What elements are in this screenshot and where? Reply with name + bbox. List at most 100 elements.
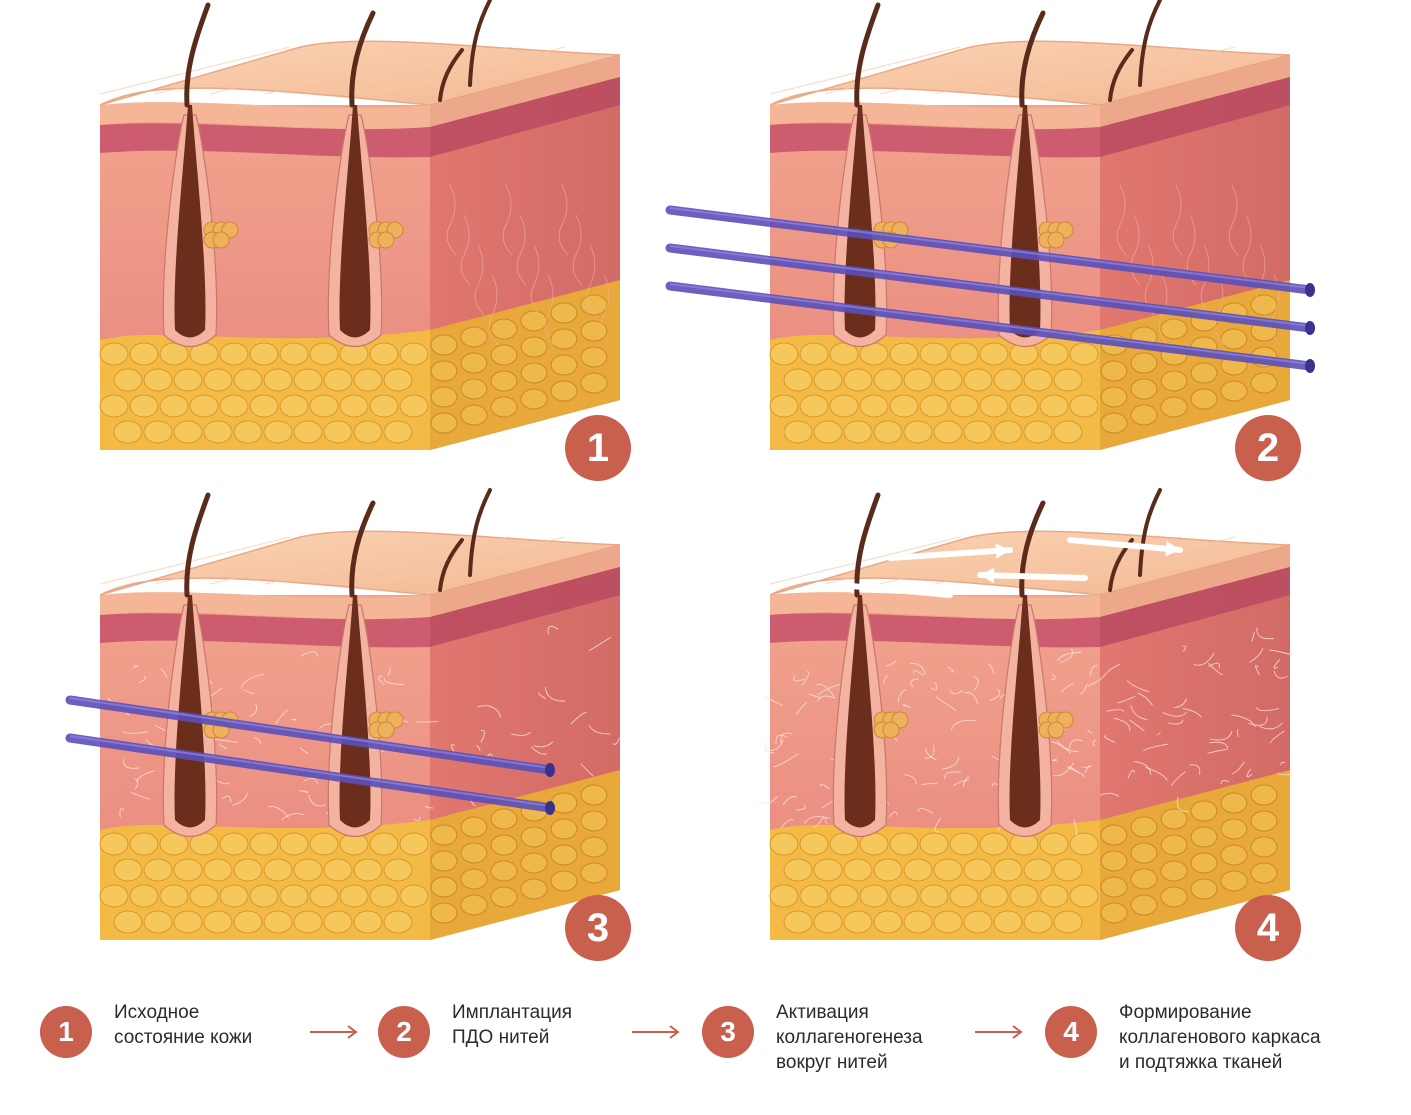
blood-vessel <box>1116 184 1127 256</box>
collagen-fiber <box>1156 732 1161 736</box>
collagen-fiber <box>134 778 139 790</box>
fat-cell <box>159 394 189 418</box>
fat-cell <box>993 368 1023 392</box>
fat-cell <box>783 910 813 934</box>
collagen-fiber <box>477 705 502 718</box>
collagen-fiber <box>816 684 835 697</box>
fat-cell <box>873 910 903 934</box>
fat-cell <box>580 372 608 394</box>
fat-cell <box>369 832 399 856</box>
fat-cell <box>263 910 293 934</box>
fat-cell <box>1190 852 1218 874</box>
collagen-fiber <box>139 675 146 684</box>
fat-cell <box>580 810 608 832</box>
fat-cell <box>919 342 949 366</box>
fat-cell <box>829 342 859 366</box>
fat-cell <box>233 910 263 934</box>
collagen-fiber <box>1087 672 1107 687</box>
collagen-fiber <box>1162 712 1187 717</box>
fat-cell <box>1100 412 1128 434</box>
skin-block-illustration <box>665 0 1315 450</box>
hair-bulb <box>1009 595 1041 828</box>
fat-cell <box>460 842 488 864</box>
fat-cell <box>1023 368 1053 392</box>
skin-block-panel-3: 3 <box>65 488 631 961</box>
fat-cell <box>113 910 143 934</box>
skin-block-panel-1: 1 <box>70 0 631 481</box>
fat-cell <box>799 884 829 908</box>
fat-cell <box>963 910 993 934</box>
fat-cell <box>113 368 143 392</box>
hair-shaft <box>854 2 881 108</box>
fat-cell <box>203 368 233 392</box>
blood-vessel <box>1200 244 1211 316</box>
fat-cell <box>233 368 263 392</box>
fat-cell <box>1100 850 1128 872</box>
fat-cell <box>1069 832 1099 856</box>
collagen-fiber <box>538 692 547 700</box>
skin-block-illustration <box>99 0 621 450</box>
step-number-badge: 1 <box>565 415 631 481</box>
collagen-fiber <box>1246 768 1253 778</box>
fat-cell <box>520 388 548 410</box>
fat-cell <box>353 910 383 934</box>
fat-cell <box>1069 884 1099 908</box>
fat-cell <box>1053 910 1083 934</box>
legend-step-4: 4 Формирование коллагенового каркаса и п… <box>1045 1000 1321 1075</box>
legend-step-badge: 3 <box>702 1006 754 1058</box>
collagen-fiber <box>903 774 917 785</box>
pdo-thread <box>665 281 1315 371</box>
collagen-fiber <box>1092 739 1096 746</box>
fat-cell <box>1069 342 1099 366</box>
fat-cell <box>1130 868 1158 890</box>
fat-cell <box>203 420 233 444</box>
blood-vessel <box>586 244 597 316</box>
hair-shaft <box>1019 10 1046 108</box>
fat-cell <box>490 370 518 392</box>
fat-cell <box>1220 870 1248 892</box>
fat-cell <box>129 342 159 366</box>
collagen-fiber <box>817 695 836 702</box>
collagen-fiber <box>1259 722 1283 730</box>
collagen-fiber <box>1130 705 1148 721</box>
hair-bulb <box>339 105 371 338</box>
fat-cell <box>1053 420 1083 444</box>
collagen-fiber <box>299 747 309 754</box>
fat-cell <box>173 368 203 392</box>
fat-cell <box>159 342 189 366</box>
fat-cell <box>353 420 383 444</box>
collagen-fiber <box>232 793 248 806</box>
collagen-fiber <box>249 704 257 717</box>
fat-cell <box>189 884 219 908</box>
fat-cell <box>1160 396 1188 418</box>
fat-cell <box>580 836 608 858</box>
fat-cell <box>353 368 383 392</box>
fat-cell <box>889 394 919 418</box>
fat-cell <box>143 420 173 444</box>
fat-cell <box>813 858 843 882</box>
fat-cell <box>1190 800 1218 822</box>
pdo-thread-end <box>545 763 555 777</box>
fat-cell <box>309 342 339 366</box>
collagen-fiber <box>308 794 326 807</box>
fat-cell <box>1100 360 1128 382</box>
hair-shaft <box>184 2 211 108</box>
fat-cell <box>903 420 933 444</box>
fat-cell <box>293 910 323 934</box>
collagen-fiber <box>925 747 937 761</box>
fat-cell <box>813 910 843 934</box>
fat-cell <box>1160 808 1188 830</box>
fat-cell <box>490 886 518 908</box>
fat-cell <box>1190 826 1218 848</box>
fat-cell <box>1160 318 1188 340</box>
collagen-fiber <box>1069 739 1083 749</box>
collagen-fiber <box>898 688 907 703</box>
collagen-fiber <box>281 813 304 821</box>
collagen-fiber <box>413 816 421 822</box>
collagen-fiber <box>1079 684 1088 695</box>
fat-cell <box>799 832 829 856</box>
blood-vessel <box>600 274 611 346</box>
fat-cell <box>829 832 859 856</box>
collagen-fiber <box>612 737 620 745</box>
blood-vessel <box>502 184 513 256</box>
